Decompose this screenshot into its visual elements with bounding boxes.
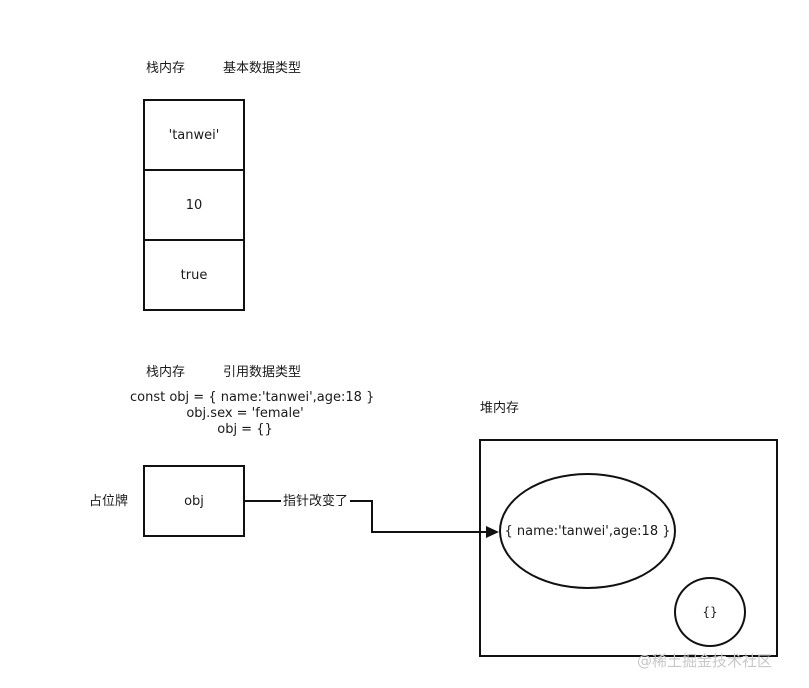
placeholder-label: 占位牌 bbox=[89, 494, 129, 509]
code-block: const obj = { name:'tanwei',age:18 } obj… bbox=[130, 390, 375, 438]
arrowhead-icon bbox=[486, 526, 499, 538]
stack-memory-label-2: 栈内存 bbox=[146, 365, 186, 380]
heap-memory-label: 堆内存 bbox=[480, 401, 520, 416]
stack-cell-string: 'tanwei' bbox=[145, 101, 243, 171]
code-line-2: obj.sex = 'female' bbox=[186, 406, 304, 421]
watermark-label: @稀土掘金技术社区 bbox=[637, 652, 773, 670]
code-line-3: obj = {} bbox=[217, 422, 273, 437]
primitive-type-label: 基本数据类型 bbox=[223, 61, 302, 76]
heap-object-original: { name:'tanwei',age:18 } bbox=[499, 473, 676, 589]
reference-type-label: 引用数据类型 bbox=[223, 365, 302, 380]
stack-cell-number: 10 bbox=[145, 171, 243, 241]
stack-cell-boolean: true bbox=[180, 267, 208, 283]
code-line-1: const obj = { name:'tanwei',age:18 } bbox=[130, 390, 375, 405]
pointer-changed-label: 指针改变了 bbox=[281, 494, 351, 510]
heap-object-empty: {} bbox=[674, 577, 746, 647]
stack-memory-label-1: 栈内存 bbox=[146, 61, 186, 76]
primitive-stack: 'tanwei' 10 true bbox=[143, 99, 245, 311]
reference-stack-cell: obj bbox=[143, 465, 245, 537]
